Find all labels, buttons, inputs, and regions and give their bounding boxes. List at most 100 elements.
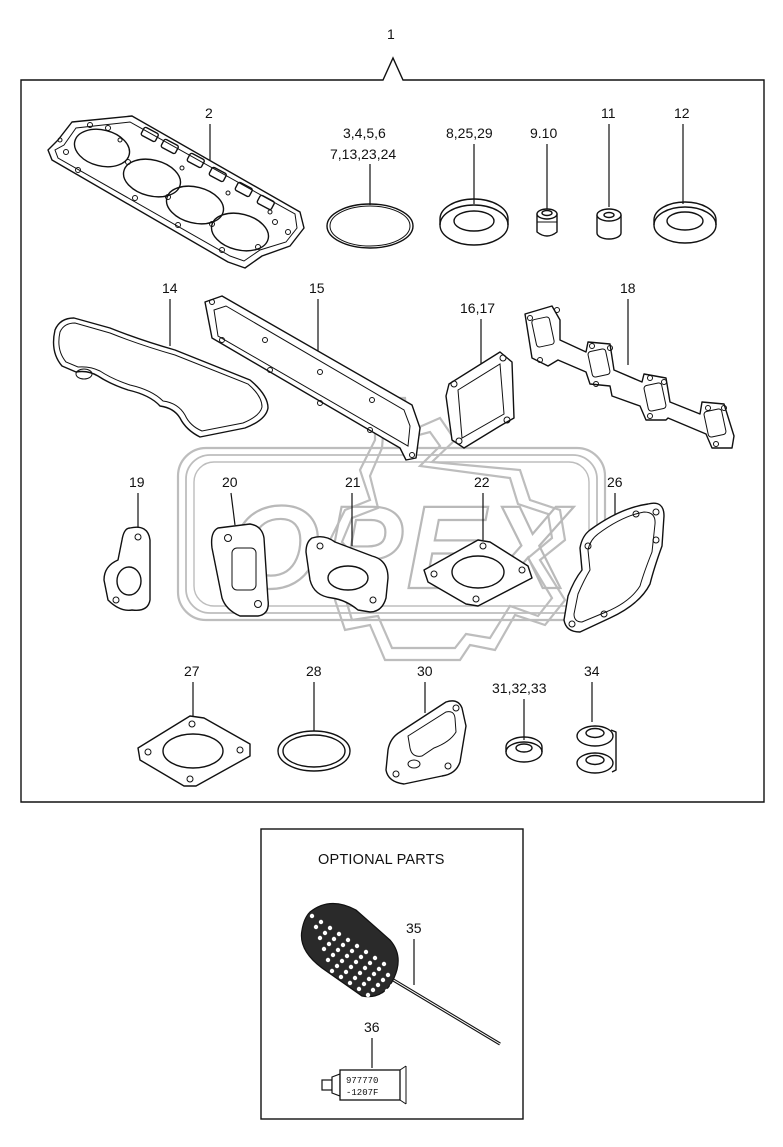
part-30-housing-gasket[interactable] xyxy=(385,700,467,785)
part-26-pump-gasket[interactable] xyxy=(563,502,665,633)
brush-texture-dot xyxy=(389,983,395,989)
brush-texture-dot xyxy=(326,941,332,947)
part-label-9: 9.10 xyxy=(530,125,557,141)
brush-texture-dot xyxy=(384,988,390,994)
part-label-31: 31,32,33 xyxy=(492,680,547,696)
part-label-3: 3,4,5,6 xyxy=(343,125,386,141)
part-28-ring[interactable] xyxy=(277,730,351,772)
brush-texture-dot xyxy=(379,993,385,999)
main-frame xyxy=(20,56,765,803)
brush-texture-dot xyxy=(327,925,333,931)
brush-texture-dot xyxy=(348,964,354,970)
part-18-exhaust-gasket[interactable] xyxy=(524,305,735,449)
brush-texture-dot xyxy=(381,961,387,967)
brush-texture-dot xyxy=(340,942,346,948)
brush-texture-dot xyxy=(401,1016,407,1022)
brush-texture-dot xyxy=(374,998,380,1004)
brush-texture-dot xyxy=(338,974,344,980)
part-27-square-gasket[interactable] xyxy=(137,715,251,787)
part-label-28: 28 xyxy=(306,663,322,679)
part-11-bushing[interactable] xyxy=(596,208,622,240)
tube-label-line-2: -1207F xyxy=(346,1088,378,1098)
brush-texture-dot xyxy=(349,948,355,954)
part-31-small-washer[interactable] xyxy=(505,736,543,763)
watermark-text: OPEX xyxy=(228,482,574,614)
part-label-14: 14 xyxy=(162,280,178,296)
part-label-20: 20 xyxy=(222,474,238,490)
brush-texture-dot xyxy=(372,955,378,961)
part-3-o-ring[interactable] xyxy=(326,203,414,249)
part-labels: 2 3,4,5,6 7,13,23,24 8,25,29 9.10 11 12 … xyxy=(129,105,690,740)
part-label-7: 7,13,23,24 xyxy=(330,146,396,162)
part-22-square-gasket[interactable] xyxy=(423,539,533,607)
part-label-30: 30 xyxy=(417,663,433,679)
brush-texture-dot xyxy=(375,982,381,988)
part-35-hone-brush[interactable] xyxy=(300,902,501,1046)
brush-texture-dot xyxy=(335,947,341,953)
brush-texture-dot xyxy=(321,946,327,952)
brush-texture-dot xyxy=(358,954,364,960)
part-label-15: 15 xyxy=(309,280,325,296)
brush-texture-dot xyxy=(397,1005,403,1011)
optional-parts-box: OPTIONAL PARTS 35 36 977770 -1207F xyxy=(260,828,524,1120)
brush-texture-dot xyxy=(385,972,391,978)
part-9-stem-seal[interactable] xyxy=(536,208,558,237)
brush-texture-dot xyxy=(361,981,367,987)
part-8-seal[interactable] xyxy=(439,198,509,246)
part-label-27: 27 xyxy=(184,663,200,679)
brush-texture-dot xyxy=(344,953,350,959)
part-label-21: 21 xyxy=(345,474,361,490)
part-20-rect-gasket[interactable] xyxy=(210,523,269,617)
brush-texture-dot xyxy=(366,976,372,982)
optional-parts-title: OPTIONAL PARTS xyxy=(318,852,445,868)
brush-texture-dot xyxy=(345,937,351,943)
part-label-36: 36 xyxy=(364,1019,380,1035)
part-2-head-gasket[interactable] xyxy=(47,115,305,269)
brush-texture-dot xyxy=(371,971,377,977)
part-36-sealant-tube[interactable]: 977770 -1207F xyxy=(321,1065,407,1105)
brush-texture-dot xyxy=(367,960,373,966)
brush-texture-dot xyxy=(325,957,331,963)
part-label-18: 18 xyxy=(620,280,636,296)
brush-texture-dot xyxy=(353,959,359,965)
part-label-8: 8,25,29 xyxy=(446,125,493,141)
brush-texture-dot xyxy=(347,980,353,986)
part-label-12: 12 xyxy=(674,105,690,121)
brush-texture-dot xyxy=(370,987,376,993)
part-19-flange-gasket[interactable] xyxy=(103,526,151,611)
brush-texture-dot xyxy=(322,930,328,936)
assembly-label: 1 xyxy=(387,26,395,42)
part-15-manifold-gasket[interactable] xyxy=(204,295,421,461)
brush-texture-dot xyxy=(318,919,324,925)
part-34-double-seal[interactable] xyxy=(576,725,617,774)
brush-texture-dot xyxy=(339,958,345,964)
part-label-16: 16,17 xyxy=(460,300,495,316)
brush-texture-dot xyxy=(362,965,368,971)
brush-texture-dot xyxy=(336,931,342,937)
brush-texture-dot xyxy=(334,963,340,969)
part-label-11: 11 xyxy=(601,105,616,121)
brush-texture-dot xyxy=(365,992,371,998)
brush-texture-dot xyxy=(356,986,362,992)
brush-texture-dot xyxy=(376,966,382,972)
brush-texture-dot xyxy=(317,935,323,941)
brush-texture-dot xyxy=(313,924,319,930)
brush-texture-dot xyxy=(309,913,315,919)
brush-texture-dot xyxy=(393,994,399,1000)
brush-texture-dot xyxy=(352,975,358,981)
part-label-35: 35 xyxy=(406,920,422,936)
part-label-22: 22 xyxy=(474,474,490,490)
part-21-flange-gasket[interactable] xyxy=(305,535,389,613)
part-12-washer[interactable] xyxy=(653,201,717,244)
brush-texture-dot xyxy=(354,943,360,949)
part-16-square-gasket[interactable] xyxy=(445,351,515,449)
brush-texture-dot xyxy=(388,999,394,1005)
brush-texture-dot xyxy=(357,970,363,976)
part-14-cover-gasket[interactable] xyxy=(52,317,269,438)
brush-texture-dot xyxy=(383,1004,389,1010)
brush-texture-dot xyxy=(392,1010,398,1016)
part-label-19: 19 xyxy=(129,474,145,490)
brush-texture-dot xyxy=(380,977,386,983)
brush-texture-dot xyxy=(331,936,337,942)
